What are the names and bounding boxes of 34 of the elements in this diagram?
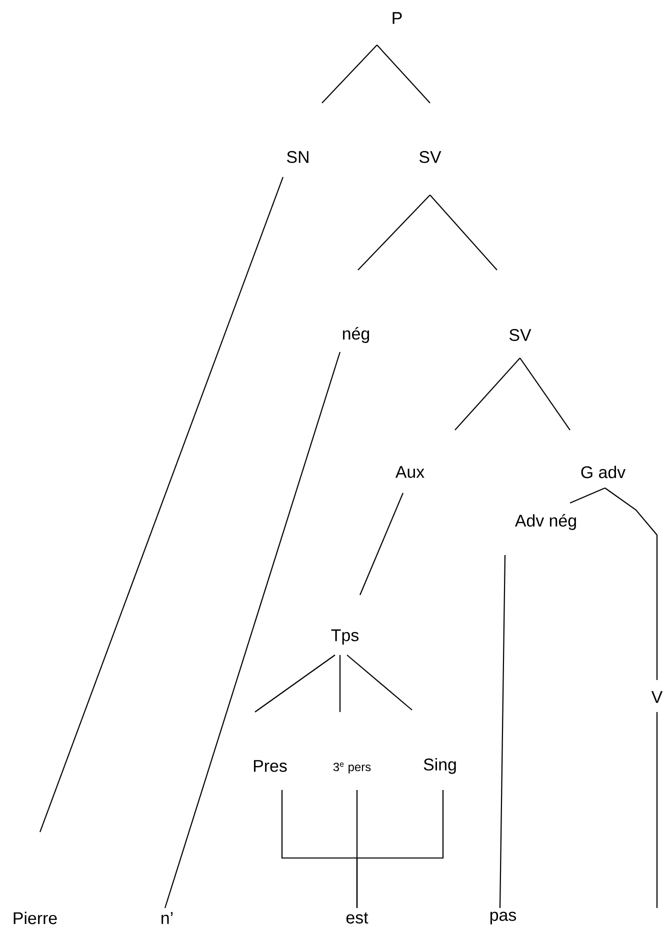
category-label: Aux	[395, 466, 424, 478]
tree-branch	[499, 555, 506, 908]
word-label: pas	[490, 912, 516, 924]
tree-branch	[254, 654, 336, 712]
tree-branch	[346, 654, 412, 710]
tree-branch	[604, 488, 658, 680]
category-label: SN	[287, 151, 308, 163]
tree-branch	[358, 194, 430, 270]
category-label: Pres	[254, 760, 287, 772]
category-label: SV	[509, 329, 532, 341]
category-label: nég	[343, 327, 370, 343]
tree-branch	[356, 790, 444, 908]
tree-branch	[570, 488, 606, 504]
category-label: SV	[419, 151, 442, 163]
category-label: G adv	[581, 466, 626, 478]
tree-branch	[359, 492, 404, 596]
tree-branch	[39, 176, 284, 832]
category-label: P	[392, 12, 402, 24]
tree-branch	[520, 358, 570, 430]
tree-branch	[454, 358, 520, 430]
tree-branch	[376, 44, 430, 104]
word-label: est	[346, 912, 368, 924]
category-label: Tps	[331, 629, 358, 645]
tree-branch	[322, 44, 378, 104]
tree-branch	[656, 712, 658, 908]
tree-branch	[164, 352, 341, 908]
tree-branch	[339, 655, 341, 712]
category-label: Sing	[424, 758, 456, 774]
tree-branch	[430, 194, 498, 270]
category-label: V	[651, 691, 663, 703]
category-label: 3$^{e}$ pers	[333, 762, 371, 774]
category-label: Adv nég	[514, 514, 576, 530]
word-label: n’	[162, 912, 173, 924]
word-label: Pierre	[14, 912, 57, 924]
